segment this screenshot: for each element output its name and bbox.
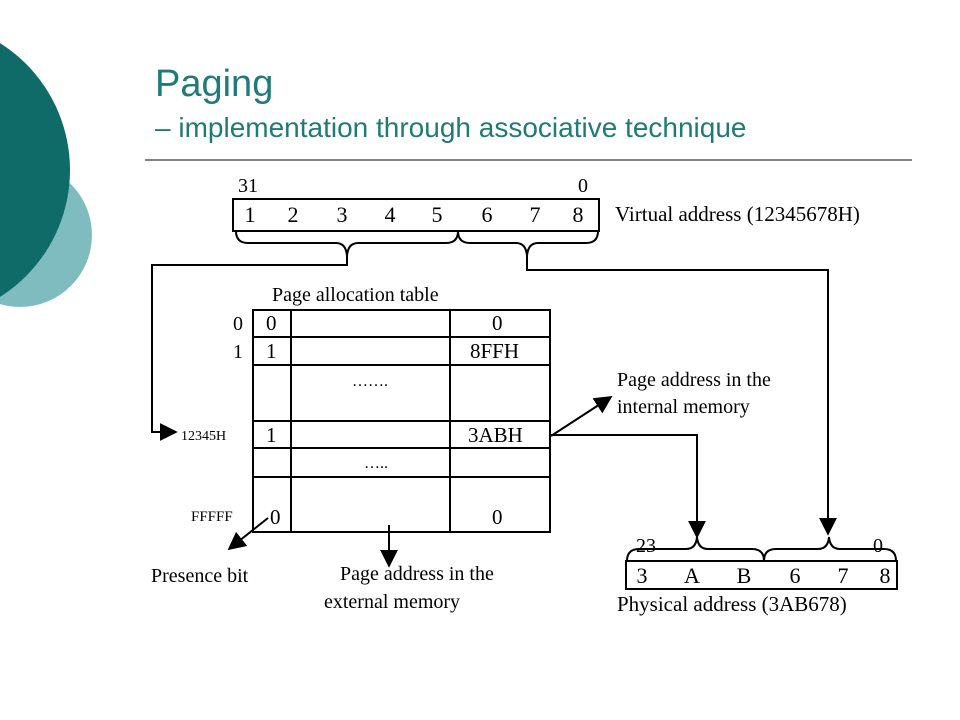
decor-circle-dark — [0, 43, 70, 297]
physical-digit: B — [737, 563, 752, 588]
frame-address-arrow — [550, 434, 706, 539]
internal-memory-label-line2: internal memory — [617, 396, 750, 418]
physical-digit: 6 — [790, 563, 801, 588]
internal-memory-arrow — [550, 396, 613, 437]
address-cell: 0 — [492, 311, 503, 335]
physical-frame-brace — [626, 536, 765, 562]
physical-digit: 8 — [880, 563, 891, 588]
virtual-address-box — [232, 198, 600, 232]
virtual-digit: 1 — [245, 202, 256, 227]
ellipsis-cell: ….. — [364, 455, 388, 472]
virtual-digit: 8 — [573, 202, 584, 227]
presence-cell: 1 — [266, 423, 277, 447]
physical-bit-high: 23 — [636, 535, 656, 557]
physical-bit-low: 0 — [873, 535, 883, 557]
slide-title: Paging — [155, 63, 274, 105]
row-index-label: FFFFF — [191, 509, 233, 525]
physical-digit: A — [684, 563, 700, 588]
ellipsis-cell: ……. — [352, 373, 388, 390]
presence-bit-arrow — [227, 517, 269, 551]
virtual-bit-high: 31 — [238, 175, 258, 197]
virtual-bit-low: 0 — [578, 175, 588, 197]
virtual-digit: 2 — [288, 202, 299, 227]
page-table-grid — [252, 309, 551, 533]
presence-cell: 0 — [266, 311, 277, 335]
presence-cell: 0 — [270, 505, 281, 529]
internal-memory-label-line1: Page address in the — [617, 369, 771, 391]
row-index-label: 0 — [233, 313, 243, 335]
address-cell: 3ABH — [468, 423, 523, 447]
row-index-label: 12345H — [181, 429, 226, 444]
page-table-title: Page allocation table — [272, 284, 439, 306]
slide-subtitle: – implementation through associative tec… — [155, 112, 747, 143]
physical-offset-brace — [763, 536, 897, 562]
page-number-arrow — [151, 256, 348, 441]
row-index-label: 1 — [233, 341, 243, 363]
offset-arrow — [526, 256, 837, 536]
virtual-digit: 4 — [385, 202, 396, 227]
virtual-offset-brace — [457, 230, 599, 257]
virtual-page-brace — [235, 230, 459, 257]
external-memory-label-line1: Page address in the — [340, 563, 494, 585]
virtual-digit: 7 — [530, 202, 541, 227]
virtual-address-label: Virtual address (12345678H) — [615, 202, 860, 226]
physical-address-label: Physical address (3AB678) — [617, 592, 847, 616]
address-cell: 0 — [492, 505, 503, 529]
virtual-digit: 6 — [482, 202, 493, 227]
physical-digit: 7 — [838, 563, 849, 588]
page-table-cells: 0 0 1 8FFH ……. 1 3ABH ….. 0 0 — [266, 311, 523, 529]
virtual-digit: 5 — [432, 202, 443, 227]
virtual-digits: 1 2 3 4 5 6 7 8 — [245, 202, 584, 227]
physical-address-box — [625, 560, 898, 590]
physical-digit: 3 — [637, 563, 648, 588]
virtual-digit: 3 — [337, 202, 348, 227]
external-memory-label-line2: external memory — [324, 591, 460, 613]
presence-cell: 1 — [266, 339, 277, 363]
address-cell: 8FFH — [470, 339, 519, 363]
presence-bit-label: Presence bit — [151, 565, 249, 587]
physical-digits: 3 A B 6 7 8 — [637, 563, 891, 588]
